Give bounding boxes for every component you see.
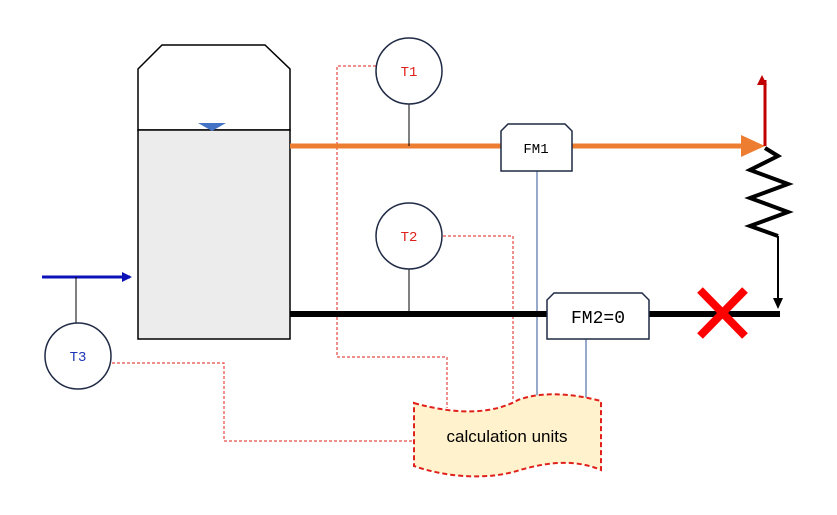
tank-top [137, 44, 291, 131]
hot-line-arrow-icon [741, 135, 765, 157]
tank-liquid [137, 129, 291, 340]
sensor-t3[interactable]: T3 [44, 322, 112, 390]
meter-wires [536, 171, 587, 402]
flow-meter-fm1[interactable]: FM1 [500, 123, 573, 172]
sensor-t2[interactable]: T2 [375, 202, 443, 270]
sensor-t1-label: T1 [401, 65, 418, 81]
sensor-t1[interactable]: T1 [375, 37, 443, 105]
tank [137, 44, 291, 340]
t2-signal-wire [443, 235, 514, 400]
coil-down-arrow-icon [773, 298, 783, 309]
t3-signal-wire [112, 362, 414, 442]
sensor-t3-label: T3 [70, 350, 87, 366]
fm1-label: FM1 [523, 142, 548, 158]
signal-wires [112, 65, 514, 442]
calculation-units-label: calculation units [447, 427, 568, 446]
flow-meter-fm2[interactable]: FM2=0 [546, 292, 650, 340]
liquid-level-icon [198, 123, 226, 131]
t1-signal-wire [336, 65, 448, 408]
fm2-label: FM2=0 [571, 309, 625, 329]
blocked-cross-icon [697, 287, 748, 339]
calculation-units[interactable]: calculation units [413, 393, 602, 478]
sensor-t2-label: T2 [401, 230, 418, 246]
heater-coil [744, 146, 794, 238]
